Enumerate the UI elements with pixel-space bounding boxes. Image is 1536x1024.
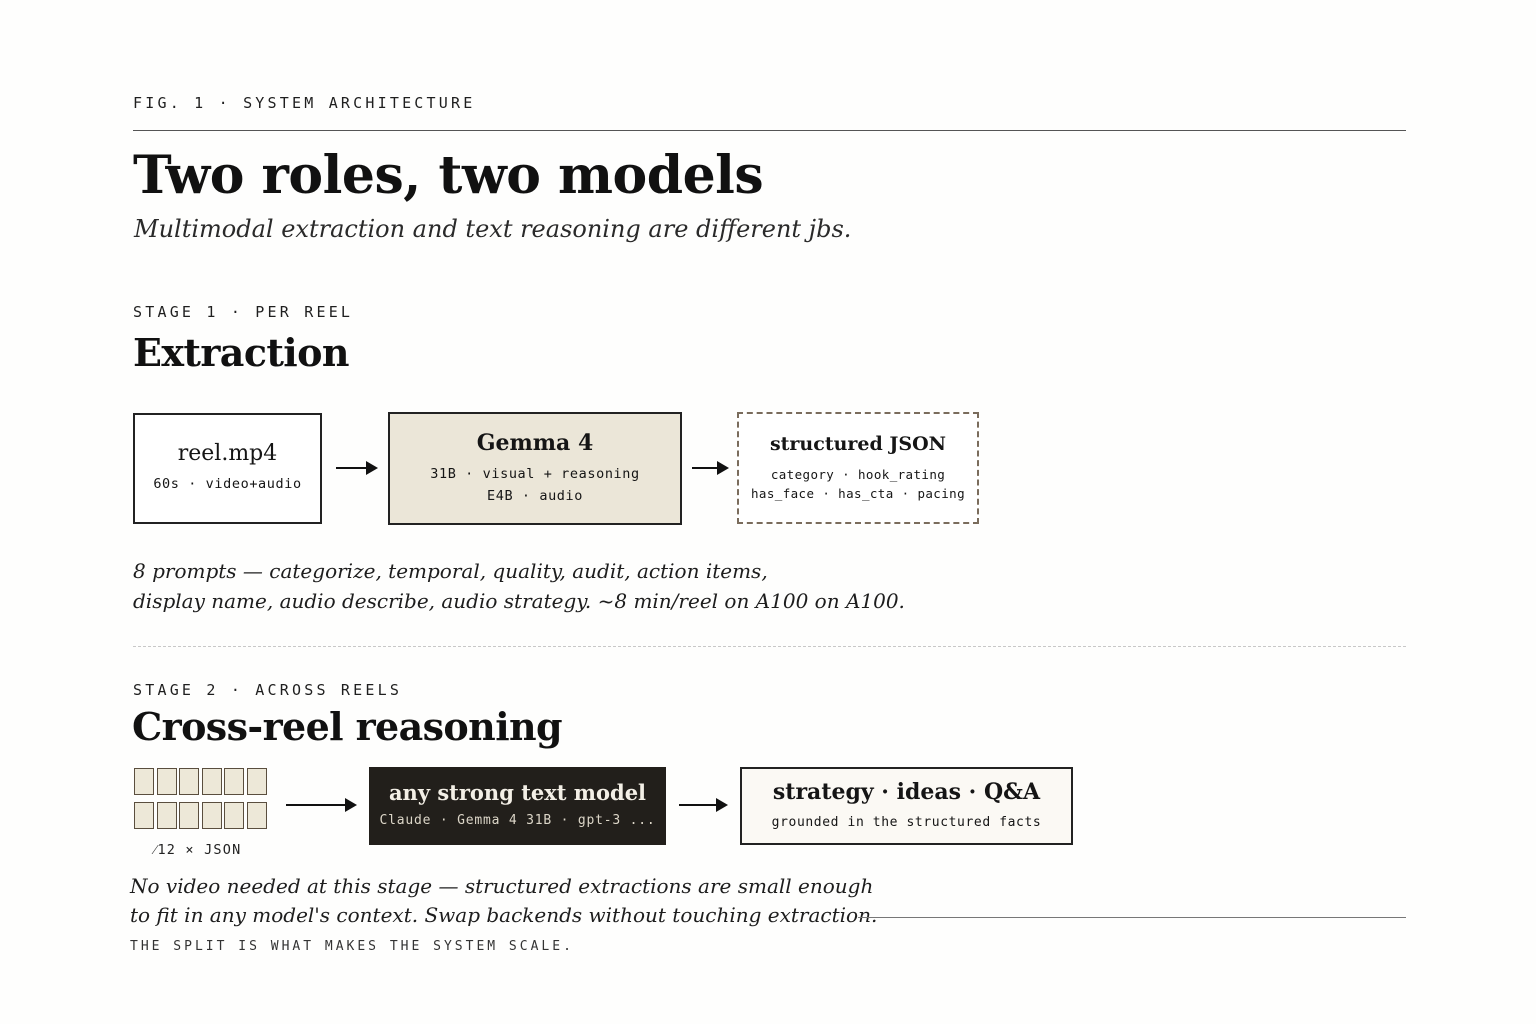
figure-label: FIG. 1 · SYSTEM ARCHITECTURE: [133, 94, 476, 112]
structured-json-title: structured JSON: [769, 432, 947, 455]
json-cell: [246, 768, 267, 795]
json-cell: [134, 802, 154, 829]
reel-input-node: reel.mp4 60s · video+audio: [133, 413, 322, 524]
json-cell: [201, 768, 222, 795]
gemma-model-node: Gemma 4 31B · visual + reasoning E4B · a…: [388, 412, 682, 525]
stage-divider: [133, 646, 1406, 647]
stage1-note-line-1: 8 prompts — categorize, temporal, qualit…: [133, 559, 768, 583]
stage2-note-line-1: No video needed at this stage — structur…: [130, 874, 874, 898]
footer-tagline: THE SPLIT IS WHAT MAKES THE SYSTEM SCALE…: [130, 939, 574, 954]
stage1-note: 8 prompts — categorize, temporal, qualit…: [133, 556, 905, 616]
page-subtitle: Multimodal extraction and text reasoning…: [134, 215, 852, 243]
json-cell: [179, 802, 199, 829]
stage2-note: No video needed at this stage — structur…: [130, 872, 877, 930]
reel-input-title: reel.mp4: [177, 441, 278, 467]
json-cell: [224, 802, 244, 829]
json-cell: [224, 768, 244, 795]
stage2-title: Cross-reel reasoning: [132, 704, 563, 749]
stage1-note-line-2: display name, audio describe, audio stra…: [133, 589, 905, 613]
text-model-title: any strong text model: [388, 780, 647, 806]
reel-input-sub: 60s · video+audio: [153, 476, 302, 493]
stage2-arrow-2: [679, 798, 728, 812]
gemma-model-line-1: 31B · visual + reasoning: [430, 465, 640, 482]
stage1-eyebrow: STAGE 1 · PER REEL: [133, 303, 354, 321]
json-cell: [201, 802, 222, 829]
footer-rule: [858, 917, 1406, 918]
structured-json-node: structured JSON category · hook_rating h…: [737, 412, 979, 524]
text-model-sub: Claude · Gemma 4 31B · gpt-3 ...: [379, 813, 656, 829]
strategy-output-title: strategy · ideas · Q&A: [772, 778, 1041, 805]
json-cell: [156, 768, 177, 795]
strategy-output-sub: grounded in the structured facts: [771, 814, 1042, 830]
stage1-arrow-1: [336, 461, 378, 475]
json-extractions-grid: [134, 768, 267, 829]
header-rule: [133, 130, 1406, 131]
json-cell: [156, 802, 177, 829]
json-cell: [246, 802, 267, 829]
structured-json-line-1: category · hook_rating: [770, 466, 946, 482]
text-model-node: any strong text model Claude · Gemma 4 3…: [369, 767, 666, 845]
gemma-model-line-2: E4B · audio: [486, 487, 583, 504]
json-cell: [179, 768, 199, 795]
structured-json-line-2: has_face · has_cta · pacing: [751, 486, 965, 501]
stage2-arrow-1: [286, 798, 357, 812]
stage1-title: Extraction: [133, 330, 350, 375]
page-title: Two roles, two models: [133, 145, 764, 206]
strategy-output-node: strategy · ideas · Q&A grounded in the s…: [740, 767, 1073, 845]
json-count-caption: ⁄12 × JSON: [154, 842, 242, 858]
stage2-eyebrow: STAGE 2 · ACROSS REELS: [133, 681, 403, 699]
json-cell: [134, 768, 154, 795]
stage1-arrow-2: [692, 461, 729, 475]
gemma-model-title: Gemma 4: [476, 429, 594, 456]
stage2-note-line-2: to fit in any model's context. Swap back…: [130, 903, 878, 927]
